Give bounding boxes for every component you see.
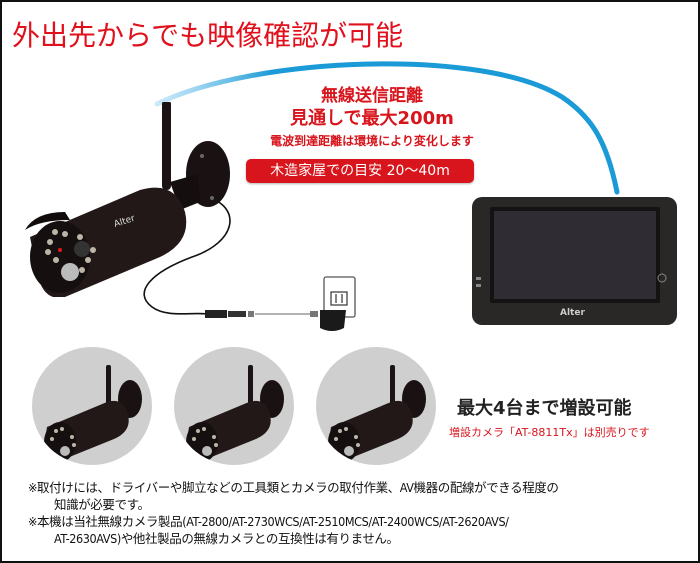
note-1-line-1: ※取付けには、ドライバーや脚立などの工具類とカメラの取付作業、AV機器の配線がで… (28, 480, 559, 495)
note-1-line-2: 知識が必要です。 (54, 497, 150, 512)
wooden-house-range-badge: 木造家屋での目安 20～40m (246, 159, 474, 183)
monitor-brand-label: Alter (560, 308, 585, 318)
note-2-line-2: AT-2630AVS)や他社製品の無線カメラとの互換性は有りません。 (54, 531, 399, 546)
range-spec: 無線送信距離 見通しで最大200m 電波到達距離は環境により変化します (237, 86, 507, 150)
expansion-note: 増設カメラ「AT-8811Tx」は別売りです (449, 426, 650, 439)
range-spec-distance: 見通しで最大200m (290, 108, 454, 129)
camera-icon (186, 365, 284, 462)
wireless-camera-image: Alter (25, 102, 230, 297)
additional-camera-3 (316, 347, 436, 465)
monitor-image: Alter (472, 197, 677, 325)
disclaimer-notes: ※取付けには、ドライバーや脚立などの工具類とカメラの取付作業、AV機器の配線がで… (28, 479, 688, 547)
note-2-line-1: ※本機は当社無線カメラ製品(AT-2800/AT-2730WCS/AT-2510… (28, 514, 509, 529)
headline: 外出先からでも映像確認が可能 (12, 19, 404, 52)
additional-camera-2 (174, 347, 294, 465)
camera-icon (44, 365, 142, 462)
range-spec-caveat: 電波到達距離は環境により変化します (270, 134, 474, 148)
additional-camera-1 (32, 347, 152, 465)
range-spec-title: 無線送信距離 (321, 86, 423, 106)
expansion-title: 最大4台まで増設可能 (457, 398, 632, 419)
camera-icon (328, 365, 426, 462)
